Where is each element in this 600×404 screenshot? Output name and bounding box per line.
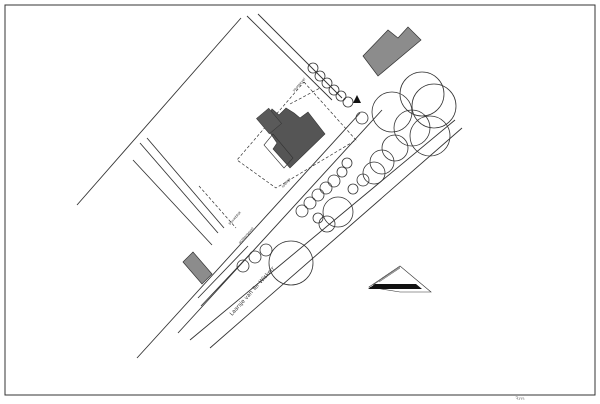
neighbour-building-north [362,26,422,77]
tree [295,204,309,218]
street-line-4 [209,127,463,349]
tree [248,250,262,264]
tree [321,77,333,89]
tree [327,174,341,188]
north-arrow-hatch [378,267,401,283]
street-line-6 [200,251,253,307]
north-arrow-hatch [372,266,401,286]
north-arrow-bar [368,284,422,289]
large-tree [409,115,451,157]
plot-bottom-edge-inner [146,137,225,229]
front-label: voorgevel [292,77,307,93]
large-tree [393,109,431,147]
setback-outline [236,81,357,189]
tree [355,111,369,125]
tree [328,84,340,96]
setback-lines [198,81,357,229]
corner-tag: 3m [515,396,525,400]
plot-boundaries [76,13,343,246]
tree [342,96,354,108]
main-building [256,107,326,169]
plot-side-label: bouwblok [228,210,243,226]
neighbour-building-south [182,251,213,285]
street-line-1 [136,112,361,359]
large-tree [399,71,445,117]
north-arrow-outline [368,265,432,293]
north-marker-icon [353,95,361,103]
tree [318,215,336,233]
large-tree [268,240,314,286]
plot-top-edge-inner [257,13,343,99]
tree [259,243,273,257]
large-tree [371,91,413,133]
tree [303,196,317,210]
tree [311,188,325,202]
left-boundary-line [76,17,242,206]
large-trees [268,71,457,286]
street-line-5 [197,245,249,299]
street-line-3 [189,119,456,341]
street [136,109,463,359]
tree [307,62,319,74]
street-name-label: Laarsje van Ter Wiskerr [229,265,277,317]
side-label: achtergevel [238,227,255,245]
large-tree [369,149,395,175]
plot-bottom-edge [139,142,219,234]
tree [314,70,326,82]
large-tree [322,196,354,228]
plot-top-edge [246,15,333,101]
small-trees [236,62,370,273]
setback-line-top [289,87,321,105]
tree [335,90,347,102]
drawing-frame [4,4,596,396]
setback-line-left [198,185,237,229]
large-tree [411,83,457,129]
large-tree [381,134,409,162]
street-line-2 [177,109,383,334]
tree [347,183,359,195]
setback-label: rooilijn [281,177,292,188]
tree [236,259,250,273]
tree [312,212,324,224]
tree [341,157,353,169]
plot-lower-edge [132,159,213,246]
building-terrace [263,133,294,169]
house-annex [256,107,282,135]
north-arrow-symbol [368,265,432,293]
tree [319,181,333,195]
large-tree [362,161,386,185]
tree [336,166,348,178]
